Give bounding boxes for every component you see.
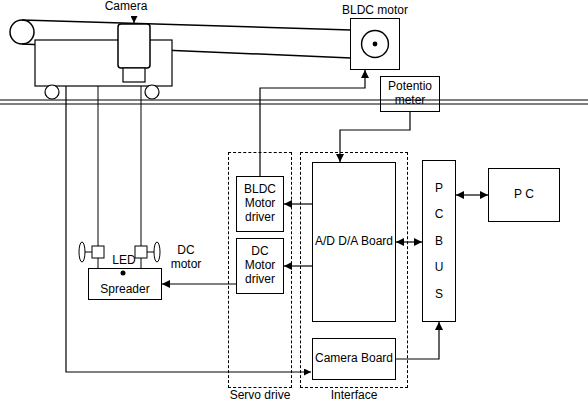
driver-box: BLDC Motor driver [236,176,284,232]
connector [340,112,410,162]
leader-line [134,16,135,23]
driver-box: DC Motor driver [236,238,284,294]
bus-box: P C B U S [422,160,456,322]
led-dot [121,271,126,276]
connector [396,241,422,242]
group-label: Servo drive [230,389,291,403]
box-text: BLDC Motor driver [237,183,283,224]
box-text: DC Motor driver [237,245,283,286]
wheel [45,85,59,99]
connector [456,194,488,195]
box-text: P C [514,188,534,202]
part-label: BLDC motor [342,4,408,18]
box-text: P C B U S [433,175,445,307]
rope [141,86,142,246]
rope [98,86,99,246]
mount [141,258,142,268]
connector [284,203,312,204]
rail [0,99,588,100]
motor-rotor [362,31,389,58]
connector [260,70,365,176]
board-box: A/D D/A Board [312,162,396,322]
rail [0,103,588,104]
belt [22,20,351,30]
interface-group: InterfaceA/D D/A BoardCamera Board [300,152,408,388]
pulley [10,20,34,44]
mount [98,258,99,268]
box-text: A/D D/A Board [315,235,393,249]
wheel [145,85,159,99]
motor-box: BLDC motor [350,18,400,70]
box-text: Spreader [100,283,149,297]
part-label: Camera [96,0,156,14]
camera-signal-wire [66,86,311,372]
dc-motor-symbol [92,246,104,258]
board-box: Camera Board [312,338,396,380]
box-text: Potentio meter [381,80,439,108]
connector [162,283,236,284]
part-label: DC motor [166,244,206,272]
dc-motor-symbol [135,246,147,258]
part-label: LED [111,254,137,268]
box-text: Camera Board [315,352,393,366]
camera-lens [123,68,145,82]
carriage [35,40,172,86]
connector [284,265,312,266]
motor-shaft [373,42,378,47]
propeller [154,242,160,262]
connector [396,322,439,359]
group-label: Interface [331,389,378,403]
spreader-box: Spreader [88,268,162,300]
motor-symbol [351,19,399,69]
camera-body [118,24,150,68]
servo-drive-group: Servo driveBLDC Motor driverDC Motor dri… [228,152,292,388]
pc-box: P C [488,168,560,222]
potentiometer-box: Potentio meter [380,76,440,112]
propeller [79,242,85,262]
